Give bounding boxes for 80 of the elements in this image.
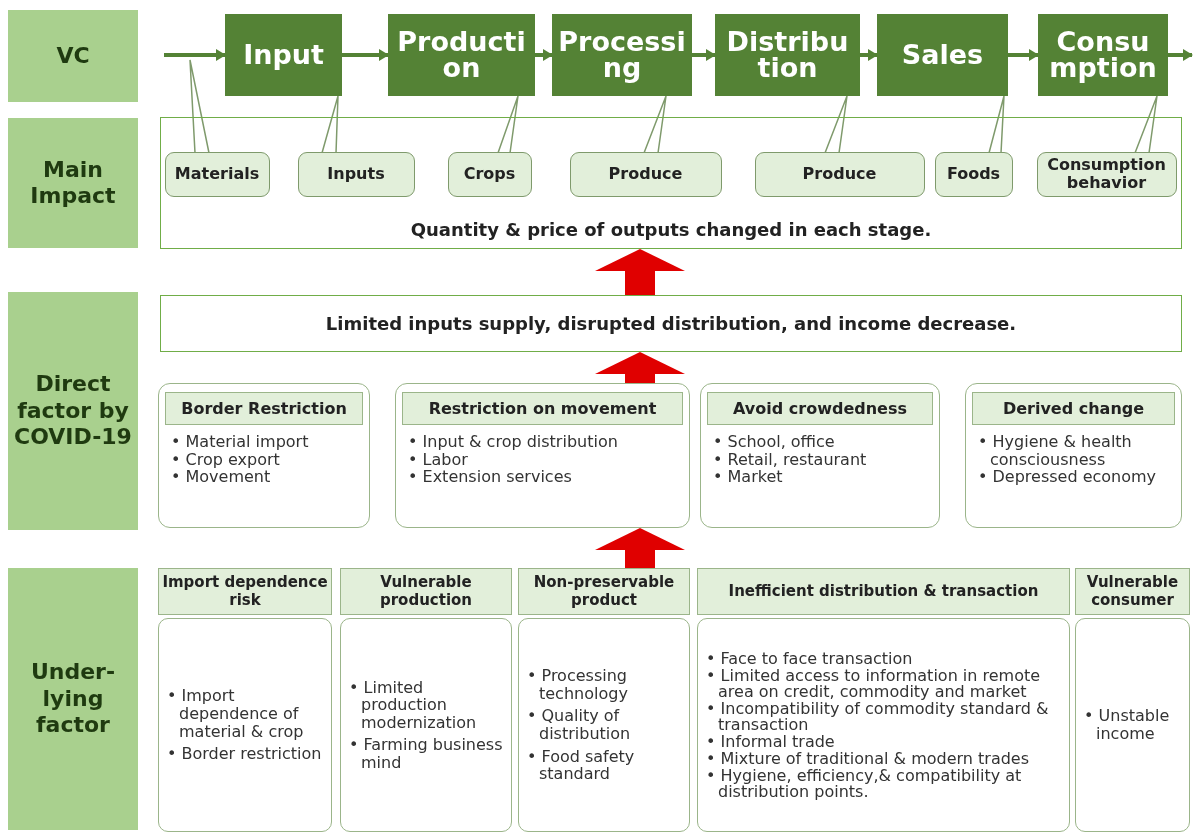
bullet-item: • Extension services (408, 468, 573, 486)
bullet-item: • Face to face transaction (706, 650, 914, 667)
bullet-item: • Food safety standard (527, 747, 636, 783)
row-header: VC (8, 10, 138, 102)
callout-bubble: Consumption behavior (1036, 151, 1177, 197)
factor-column (158, 618, 332, 832)
row-header: Under-lying factor (8, 568, 138, 830)
bullet-item: • Hygiene, efficiency,& compatibility at distribution points. (706, 767, 1023, 800)
callout-bubble: Crops (447, 151, 532, 197)
bullet-item: • Processing technology (527, 667, 629, 703)
bullet-item: • Retail, restaurant (713, 450, 868, 469)
summary-box: Limited inputs supply, disrupted distribution, and income decrease. (160, 295, 1182, 352)
bullet-item: • Market (713, 468, 784, 486)
callout-bubble: Materials (164, 151, 270, 197)
bullet-item: • Quality of distribution (527, 707, 632, 743)
row-header: Main Impact (8, 118, 138, 248)
stage-box: Production (388, 14, 535, 96)
callout-tail (643, 95, 667, 154)
factor-column (697, 618, 1070, 832)
callout-bubble: Foods (934, 151, 1013, 197)
callout-bubble: Produce (569, 151, 722, 197)
row-header: Direct factor by COVID-19 (8, 292, 138, 530)
stage-box: Processing (552, 14, 692, 96)
callout-tail (824, 95, 848, 154)
bullet-item: • Labor (408, 450, 469, 469)
bullet-item: • Depressed economy (978, 468, 1158, 486)
column-header: Vulnerable consumer (1075, 568, 1190, 615)
stage-box: Consumption (1038, 14, 1168, 96)
impact-text: Quantity & price of outputs changed in each stage. (409, 219, 933, 240)
arrow (164, 49, 226, 61)
bullet-item: • Mixture of traditional & modern trades (706, 750, 1030, 767)
arrow (860, 49, 878, 61)
block-arrow (595, 249, 685, 295)
callout-bubble: Inputs (297, 151, 415, 197)
factor-column (1075, 618, 1190, 832)
column-header: Vulnerable production (340, 568, 512, 615)
bullet-item: • Unstable income (1084, 707, 1171, 743)
card-heading: Restriction on movement (402, 392, 683, 425)
bullet-item: • Limited access to information in remote area on credit, commodity and market (706, 667, 1042, 700)
bullet-item: • School, office (713, 433, 836, 451)
bullet-item: • Movement (171, 468, 271, 486)
stage-box: Distribution (715, 14, 860, 96)
bullet-item: • Crop export (171, 450, 280, 469)
card-heading: Border Restriction (165, 392, 363, 425)
callout-tail (321, 95, 339, 154)
impact-panel (160, 117, 1182, 249)
card-heading: Avoid crowdedness (707, 392, 933, 425)
block-arrow (595, 352, 685, 383)
column-header: Inefficient distribution & transaction (697, 568, 1070, 615)
callout-tail (189, 59, 210, 154)
callout-tail (497, 95, 519, 154)
bullet-item: • Hygiene & health consciousness (978, 433, 1133, 469)
callout-bubble: Produce (754, 151, 925, 197)
factor-card (700, 383, 940, 528)
arrow (1008, 49, 1039, 61)
stage-box: Input (225, 14, 342, 96)
card-heading: Derived change (972, 392, 1175, 425)
factor-card (395, 383, 690, 528)
bullet-item: • Incompatibility of commodity standard & transaction (706, 700, 1050, 733)
bullet-item: • Import dependence of material & crop (167, 687, 305, 741)
factor-column (340, 618, 512, 832)
bullet-item: • Limited production modernization (349, 678, 478, 732)
stage-box: Sales (877, 14, 1008, 96)
factor-card (158, 383, 370, 528)
bullet-item: • Informal trade (706, 733, 836, 750)
callout-tail (1134, 95, 1158, 154)
factor-card (965, 383, 1182, 528)
block-arrow (595, 528, 685, 568)
bullet-item: • Input & crop distribution (408, 433, 619, 451)
factor-column (518, 618, 690, 832)
column-header: Import dependence risk (158, 568, 332, 615)
arrow (1168, 49, 1193, 61)
arrow (535, 49, 553, 61)
arrow (342, 49, 389, 61)
column-header: Non-preservable product (518, 568, 690, 615)
bullet-item: • Border restriction (167, 745, 323, 763)
arrow (692, 49, 716, 61)
callout-tail (988, 95, 1005, 154)
bullet-item: • Material import (171, 433, 310, 451)
bullet-item: • Farming business mind (349, 736, 504, 772)
